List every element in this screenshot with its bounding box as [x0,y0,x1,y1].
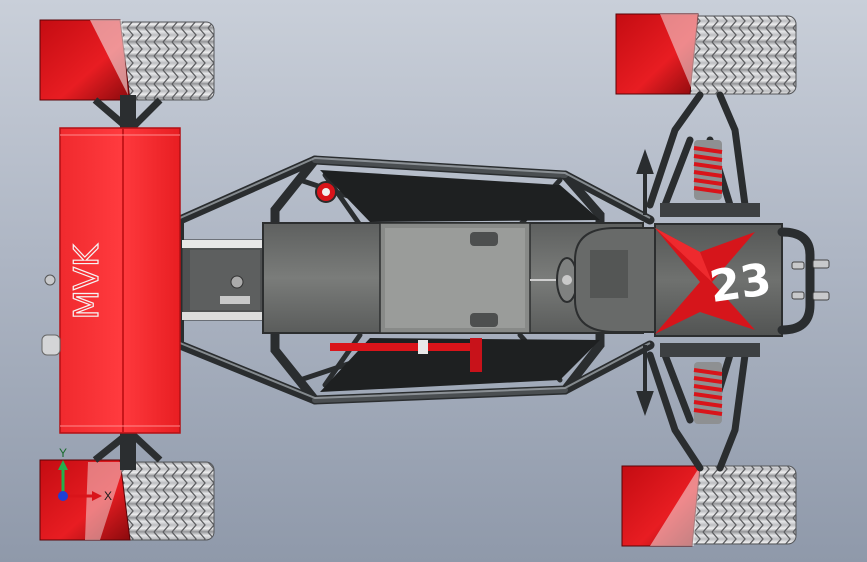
right-floor-panel [320,338,600,392]
rear-left-wheel[interactable] [39,19,215,101]
triad-y-label: Y [59,446,67,460]
frame-highlights [179,156,651,400]
triad-x-label: X [104,489,112,503]
front-left-suspension[interactable] [646,91,760,217]
front-right-suspension[interactable] [646,343,760,472]
fuel-cap[interactable] [315,181,337,203]
nose-cone[interactable] [574,223,783,337]
exhaust-tips [41,274,61,356]
front-bumper[interactable] [777,227,815,335]
front-right-wheel[interactable] [621,465,797,547]
front-bolts [791,259,830,301]
tie-rods [636,148,654,417]
rear-wing-panel[interactable] [59,127,181,434]
front-left-wheel[interactable] [615,13,797,95]
engine-bay[interactable] [181,239,273,321]
left-floor-panel [320,170,600,222]
brake-line [330,338,482,372]
rear-right-wheel[interactable] [39,459,215,541]
axis-triad [58,460,102,501]
